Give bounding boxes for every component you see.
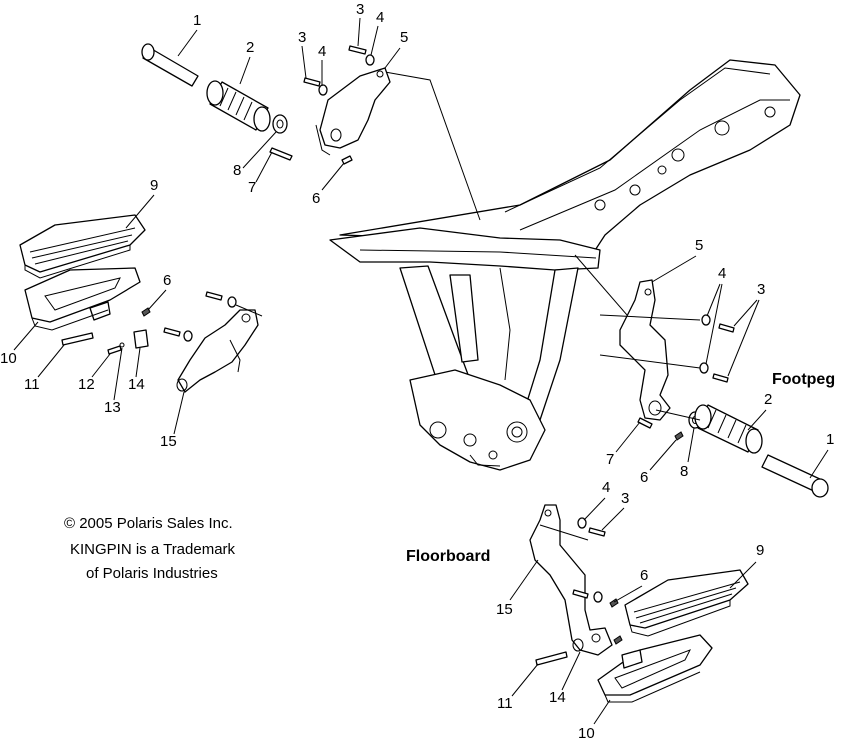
callout-top-1: 1 [193, 12, 201, 29]
callout-right-7: 7 [606, 451, 614, 468]
callout-right-2: 2 [764, 391, 772, 408]
callout-bot-10: 10 [578, 725, 595, 740]
bottom-callouts: 4 3 Floorboard 9 6 15 11 14 10 [406, 479, 764, 740]
notice-line-3: of Polaris Industries [86, 565, 218, 582]
callout-bot-9: 9 [756, 542, 764, 559]
footpeg-section-label: Footpeg [772, 371, 835, 388]
callout-right-1: 1 [826, 431, 834, 448]
callout-bot-14: 14 [549, 689, 566, 706]
callout-top-4a: 4 [376, 9, 384, 26]
callout-right-5: 5 [695, 237, 703, 254]
notice-line-1: © 2005 Polaris Sales Inc. [64, 515, 233, 532]
callout-left-15: 15 [160, 433, 177, 450]
callout-left-9: 9 [150, 177, 158, 194]
callout-top-7: 7 [248, 179, 256, 196]
callout-left-10: 10 [0, 350, 17, 367]
callout-bot-6: 6 [640, 567, 648, 584]
left-floorboard-assembly [19, 214, 263, 393]
callout-right-3: 3 [757, 281, 765, 298]
right-footpeg-assembly [599, 279, 829, 498]
callout-top-5: 5 [400, 29, 408, 46]
callout-left-11: 11 [24, 376, 40, 393]
top-footpeg-assembly [141, 43, 391, 165]
top-callouts: 1 2 3 4 5 3 4 8 7 6 [177, 1, 408, 207]
callout-right-8: 8 [680, 463, 688, 480]
callout-top-3a: 3 [356, 1, 364, 18]
notice-line-2: KINGPIN is a Trademark [70, 541, 236, 558]
callout-left-12: 12 [78, 376, 95, 393]
left-callouts: 9 6 10 11 12 13 14 15 [0, 177, 185, 450]
callout-right-4: 4 [718, 265, 726, 282]
callout-right-6: 6 [640, 469, 648, 486]
callout-top-2: 2 [246, 39, 254, 56]
callout-top-4b: 4 [318, 43, 326, 60]
bottom-floorboard-assembly [529, 504, 749, 703]
callout-top-6: 6 [312, 190, 320, 207]
callout-bot-15: 15 [496, 601, 513, 618]
right-callouts: 5 4 3 Footpeg 2 1 7 6 8 [606, 237, 835, 486]
callout-bot-11: 11 [497, 695, 513, 712]
frame [329, 59, 801, 471]
floorboard-section-label: Floorboard [406, 548, 490, 565]
callout-left-13: 13 [104, 399, 121, 416]
copyright-notice: © 2005 Polaris Sales Inc. KINGPIN is a T… [64, 515, 236, 582]
callout-top-3b: 3 [298, 29, 306, 46]
callout-left-6: 6 [163, 272, 171, 289]
callout-left-14: 14 [128, 376, 145, 393]
callout-bot-3: 3 [621, 490, 629, 507]
callout-bot-4: 4 [602, 479, 610, 496]
callout-top-8: 8 [233, 162, 241, 179]
